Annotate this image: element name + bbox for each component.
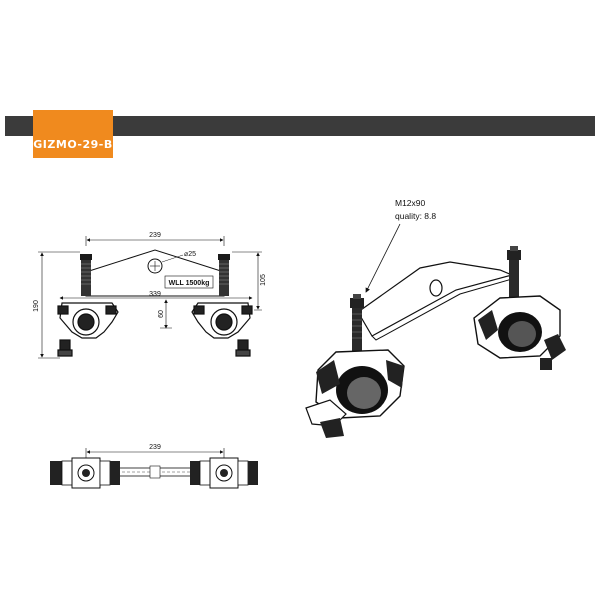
bolt-spec-label: M12x90	[395, 198, 426, 208]
product-tag	[33, 110, 113, 158]
iso-plate	[357, 261, 514, 337]
header-bar	[5, 116, 595, 136]
front-dim-bottom: 339	[59, 291, 253, 300]
front-clamp-left	[57, 302, 119, 357]
bolt-quality-label: quality: 8.8	[395, 211, 436, 221]
iso-bolt-left	[350, 294, 364, 358]
top-clamp-left	[50, 457, 120, 489]
front-dim-small: 60	[158, 299, 172, 329]
load-label-box	[164, 275, 214, 289]
front-dim-small-label: 60	[158, 310, 165, 318]
iso-clamp-right	[473, 295, 566, 370]
front-dim-right-label: 105	[260, 274, 267, 286]
front-dim-height: 190	[33, 251, 80, 359]
front-dim-height-label: 190	[33, 300, 40, 312]
top-view: 239	[50, 444, 258, 489]
iso-clamp-left	[305, 349, 405, 438]
top-dim: 239	[85, 444, 225, 462]
top-dim-label: 239	[149, 444, 161, 451]
iso-view: M12x90 quality: 8.8	[305, 198, 566, 438]
front-hole-label: ⌀25	[184, 251, 196, 258]
front-bolt-left	[80, 254, 92, 296]
front-dim-bottom-label: 339	[149, 291, 161, 298]
front-clamp-right	[191, 302, 253, 357]
load-label: WLL 1500kg	[169, 280, 210, 287]
front-dim-top: 239	[85, 232, 225, 246]
front-bolt-right	[218, 254, 230, 296]
iso-bolt-right	[507, 246, 521, 300]
callout-arrow	[365, 223, 401, 293]
front-dim-top-label: 239	[149, 232, 161, 239]
iso-plate-hole	[429, 279, 443, 297]
front-dim-right: 105	[232, 251, 267, 311]
product-code: GIZMO-29-B	[33, 138, 113, 151]
top-clamp-right	[190, 457, 258, 489]
front-view: 239 ⌀25 WLL 1500kg	[33, 232, 267, 359]
